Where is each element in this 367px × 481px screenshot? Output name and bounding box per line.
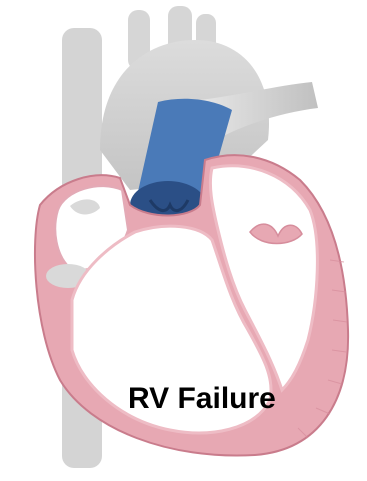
condition-label: RV Failure bbox=[128, 382, 276, 416]
